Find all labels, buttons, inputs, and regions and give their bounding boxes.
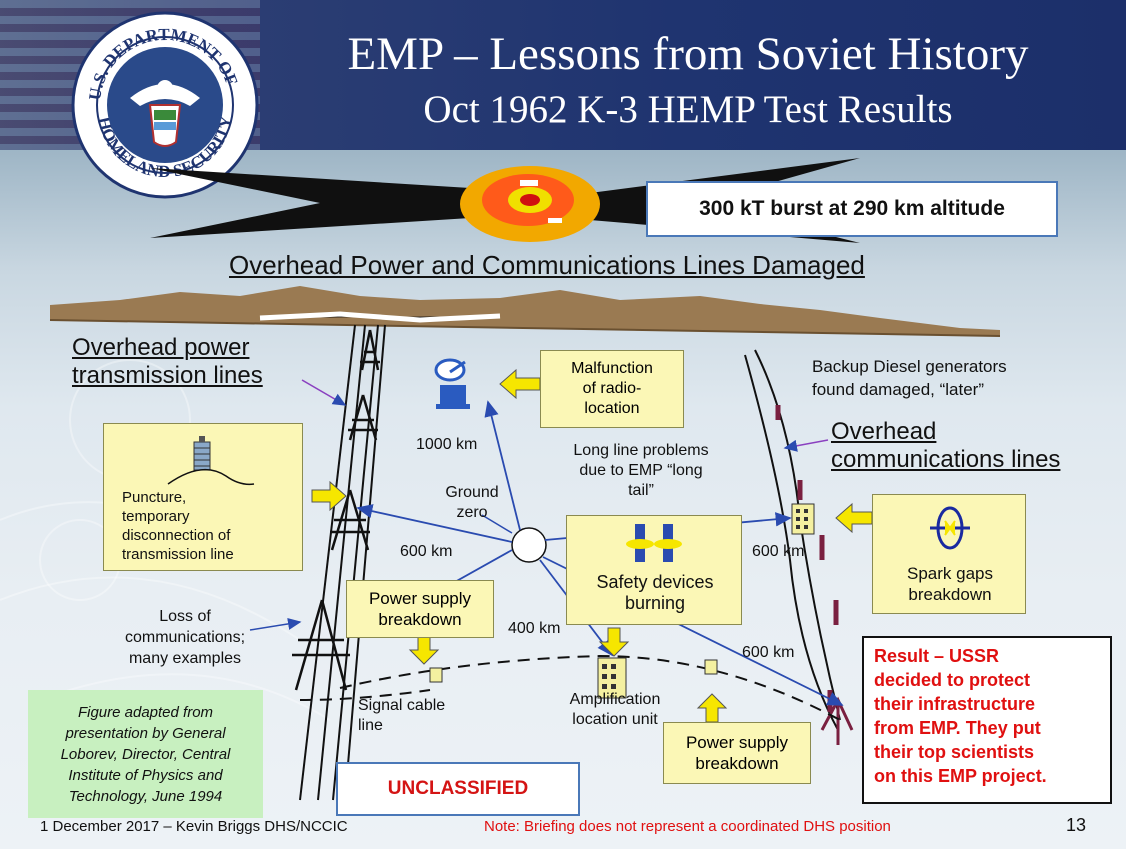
dhs-seal-icon: U.S. DEPARTMENT OF HOMELAND SECURITY (71, 11, 259, 199)
distance-600-left-label: 600 km (400, 543, 453, 560)
explosion-icon (460, 166, 600, 242)
ground-zero-pointer (481, 514, 513, 534)
slide-title: EMP – Lessons from Soviet History (347, 28, 1029, 80)
footer-note: Note: Briefing does not represent a coor… (484, 818, 891, 835)
footer-author: 1 December 2017 – Kevin Briggs DHS/NCCIC (40, 818, 348, 835)
label-pointers (301, 379, 829, 452)
insulator-icon (167, 436, 255, 486)
loss-pointer (249, 617, 302, 631)
comm-building-icon (791, 503, 815, 535)
section-heading: Overhead Power and Communications Lines … (229, 250, 865, 280)
ground-zero-circle (511, 527, 547, 563)
distance-600-lower-label: 600 km (742, 644, 795, 661)
burst-label: 300 kT burst at 290 km altitude (646, 181, 1058, 237)
amplifier-building-icon (597, 657, 627, 699)
distance-400-label: 400 km (508, 620, 561, 637)
cable-node-icon (429, 659, 718, 683)
mountain-horizon (49, 286, 1001, 337)
spark-gap-icon (930, 506, 970, 550)
diagram-graphics (49, 286, 1001, 801)
unclassified-label: UNCLASSIFIED (336, 762, 580, 816)
radar-dish-icon (434, 358, 470, 409)
distance-1000-label: 1000 km (416, 436, 478, 453)
page-number: 13 (1066, 815, 1087, 835)
distance-600-right-label: 600 km (752, 543, 805, 560)
yellow-arrows (311, 368, 873, 723)
slide-subtitle: Oct 1962 K-3 HEMP Test Results (423, 88, 953, 131)
fuse-icon (626, 524, 682, 562)
